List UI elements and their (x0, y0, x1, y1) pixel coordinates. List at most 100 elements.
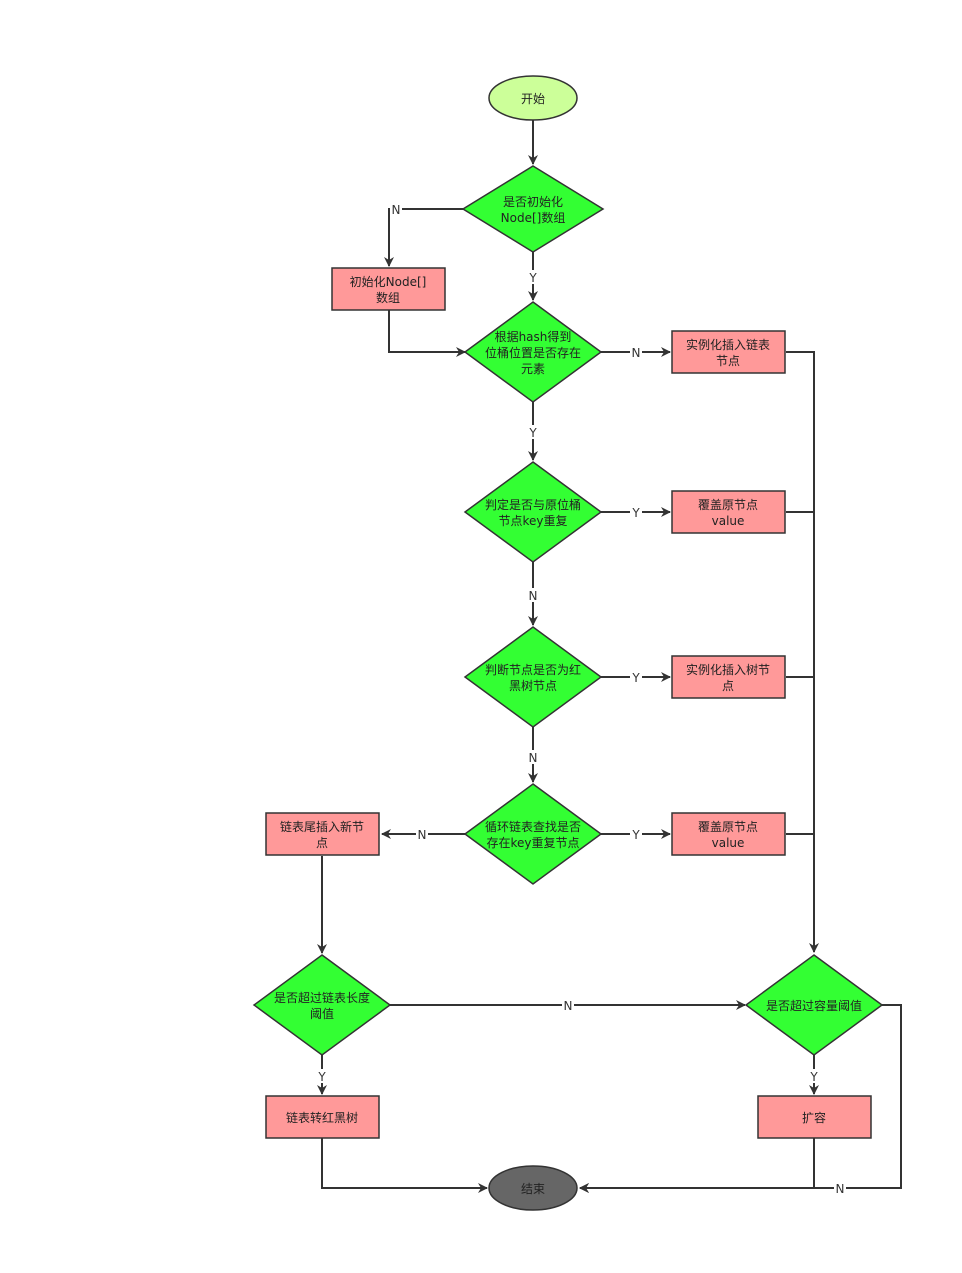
decision-is-tree-node-line-1: 判断节点是否为红 (485, 662, 581, 677)
process-override-value-2-line-1: 覆盖原节点 (698, 820, 758, 834)
decision-loop-list-duplicate[interactable]: 循环链表查找是否 存在key重复节点 (463, 783, 603, 885)
decision-capacity-threshold-shape (744, 954, 884, 1056)
process-append-tail-node-shape (265, 812, 380, 856)
process-init-array-line-1: 初始化Node[] (350, 275, 427, 289)
decision-bucket-has-element[interactable]: 根据hash得到 位桶位置是否存在 元素 (463, 301, 603, 403)
decision-same-key-in-bucket-shape (463, 461, 603, 563)
decision-capacity-threshold-label: 是否超过容量阈值 (766, 998, 862, 1013)
edge-label-q-tree-yes: Y (630, 670, 642, 685)
edge-q-init-no (384, 208, 463, 267)
process-append-tail-node-line-1: 链表尾插入新节 (280, 819, 364, 834)
decision-is-tree-node-shape (463, 626, 603, 728)
svg-text:N: N (564, 999, 573, 1013)
process-override-value-1[interactable]: 覆盖原节点 value (671, 490, 786, 534)
process-append-tail-node-line-2: 点 (316, 836, 328, 850)
svg-text:Y: Y (809, 1070, 818, 1084)
process-override-value-2-shape (671, 812, 786, 856)
decision-same-key-in-bucket-line-2: 节点key重复 (498, 514, 567, 528)
process-resize[interactable]: 扩容 (757, 1095, 872, 1139)
process-resize-label: 扩容 (802, 1110, 826, 1125)
process-new-list-node-line-2: 节点 (716, 354, 740, 368)
decision-list-length-threshold-shape (252, 954, 392, 1056)
decision-init-array-shape (461, 165, 605, 253)
edge-new-list-node-to-q-capacity (786, 351, 819, 953)
end-node[interactable]: 结束 (488, 1165, 578, 1211)
decision-bucket-has-element-line-3: 元素 (521, 362, 545, 376)
process-new-list-node-shape (671, 330, 786, 374)
edge-label-q-init-yes: Y (527, 270, 539, 285)
edge-labels: N Y N Y Y N Y N Y N N Y Y N (316, 202, 846, 1196)
start-shape (488, 75, 578, 121)
decision-list-length-threshold[interactable]: 是否超过链表长度 阈值 (252, 954, 392, 1056)
edge-q-capacity-no (579, 1004, 902, 1193)
process-new-list-node-line-1: 实例化插入链表 (686, 337, 770, 352)
svg-text:Y: Y (528, 426, 537, 440)
svg-text:N: N (632, 346, 641, 360)
edge-resize-to-end (579, 1138, 815, 1193)
decision-is-tree-node[interactable]: 判断节点是否为红 黑树节点 (463, 626, 603, 728)
decision-init-array-line-2: Node[]数组 (501, 210, 566, 225)
edge-label-q-same-key-no: N (527, 588, 539, 603)
edge-label-q-capacity-no: N (834, 1181, 846, 1196)
process-new-tree-node[interactable]: 实例化插入树节 点 (671, 655, 786, 699)
process-override-value-2-line-2: value (712, 836, 745, 850)
svg-text:N: N (418, 828, 427, 842)
edge-label-q-init-no: N (390, 202, 402, 217)
process-append-tail-node[interactable]: 链表尾插入新节 点 (265, 812, 380, 856)
process-new-tree-node-shape (671, 655, 786, 699)
process-treeify-label: 链表转红黑树 (286, 1110, 358, 1125)
edge-label-q-loop-no: N (416, 827, 428, 842)
decision-loop-list-duplicate-line-1: 循环链表查找是否 (485, 819, 581, 834)
process-new-tree-node-line-2: 点 (722, 679, 734, 693)
edge-label-q-tree-no: N (527, 750, 539, 765)
process-init-array-line-2: 数组 (376, 290, 400, 305)
svg-text:Y: Y (631, 506, 640, 520)
decision-same-key-in-bucket[interactable]: 判定是否与原位桶 节点key重复 (463, 461, 603, 563)
decision-list-length-threshold-line-2: 阈值 (310, 1006, 334, 1021)
process-override-value-2[interactable]: 覆盖原节点 value (671, 812, 786, 856)
decision-bucket-has-element-shape (463, 301, 603, 403)
process-init-array-shape (331, 267, 446, 311)
decision-loop-list-duplicate-line-2: 存在key重复节点 (486, 836, 579, 850)
process-resize-shape (757, 1095, 872, 1139)
edge-label-q-same-key-yes: Y (630, 505, 642, 520)
svg-text:N: N (836, 1182, 845, 1196)
decision-same-key-in-bucket-line-1: 判定是否与原位桶 (485, 497, 581, 512)
process-treeify[interactable]: 链表转红黑树 (265, 1095, 380, 1139)
decision-bucket-has-element-line-2: 位桶位置是否存在 (485, 345, 581, 360)
process-override-value-1-shape (671, 490, 786, 534)
svg-text:N: N (392, 203, 401, 217)
edge-label-q-list-len-yes: Y (316, 1069, 328, 1084)
decision-is-tree-node-line-2: 黑树节点 (509, 678, 557, 693)
decision-init-array-line-1: 是否初始化 (503, 195, 563, 209)
svg-text:N: N (529, 589, 538, 603)
decision-list-length-threshold-line-1: 是否超过链表长度 (274, 990, 370, 1005)
edge-treeify-to-end (321, 1138, 488, 1193)
end-label: 结束 (521, 1182, 545, 1196)
edge-init-array-to-q-hash (388, 310, 466, 357)
edge-label-q-hash-no: N (630, 345, 642, 360)
svg-text:Y: Y (528, 271, 537, 285)
process-new-tree-node-line-1: 实例化插入树节 (686, 662, 770, 677)
start-label: 开始 (521, 92, 545, 106)
edge-label-q-list-len-no: N (562, 998, 574, 1013)
decision-init-array[interactable]: 是否初始化 Node[]数组 (461, 165, 605, 253)
svg-text:N: N (529, 751, 538, 765)
edge-label-q-capacity-yes: Y (808, 1069, 820, 1084)
svg-text:Y: Y (631, 671, 640, 685)
svg-text:Y: Y (631, 828, 640, 842)
process-override-value-1-line-2: value (712, 514, 745, 528)
svg-text:Y: Y (317, 1070, 326, 1084)
decision-capacity-threshold[interactable]: 是否超过容量阈值 (744, 954, 884, 1056)
decision-bucket-has-element-line-1: 根据hash得到 (495, 329, 572, 344)
edge-label-q-hash-yes: Y (527, 425, 539, 440)
nodes: 开始 是否初始化 Node[]数组 初始化Node[] 数组 根据hash得到 … (252, 75, 884, 1211)
process-init-array[interactable]: 初始化Node[] 数组 (331, 267, 446, 311)
process-new-list-node[interactable]: 实例化插入链表 节点 (671, 330, 786, 374)
process-treeify-shape (265, 1095, 380, 1139)
start-node[interactable]: 开始 (488, 75, 578, 121)
decision-loop-list-duplicate-shape (463, 783, 603, 885)
end-shape (488, 1165, 578, 1211)
edge-label-q-loop-yes: Y (630, 827, 642, 842)
